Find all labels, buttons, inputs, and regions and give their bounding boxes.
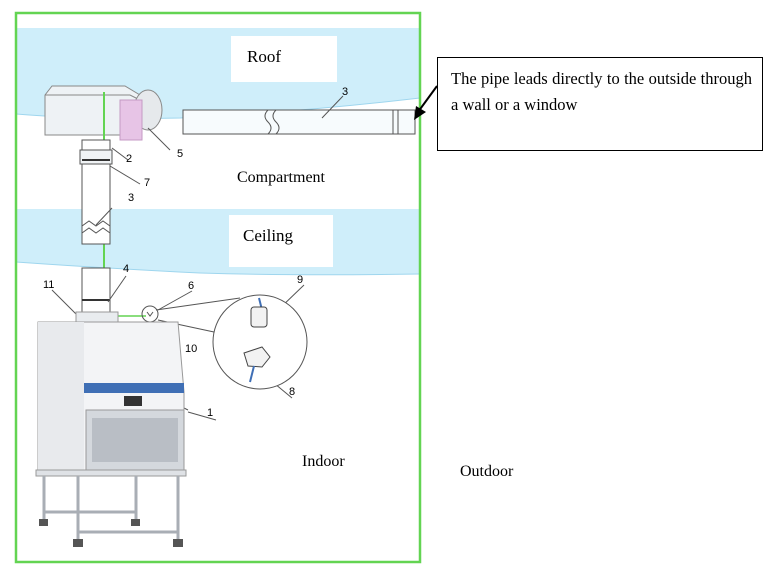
part-number-2: 2 xyxy=(126,153,133,165)
part-number-3-vertical: 3 xyxy=(128,192,135,204)
part-number-4: 4 xyxy=(123,263,130,275)
ceiling-band xyxy=(16,209,420,275)
part-number-5: 5 xyxy=(177,148,184,160)
part-number-9: 9 xyxy=(297,274,304,286)
outdoor-label: Outdoor xyxy=(460,463,514,480)
room-outline xyxy=(14,11,422,564)
callout-arrow xyxy=(414,85,438,120)
callout-box: The pipe leads directly to the outside t… xyxy=(437,57,763,151)
cabinet-drawing xyxy=(35,311,187,547)
roof-label: Roof xyxy=(231,36,337,82)
roof-pipe xyxy=(182,95,416,135)
ceiling-label: Ceiling xyxy=(229,215,333,267)
sensor-detail xyxy=(243,297,271,383)
part-number-8: 8 xyxy=(289,386,296,398)
part-number-11: 11 xyxy=(43,279,55,291)
vertical-pipe xyxy=(76,139,116,323)
part-number-3-roof: 3 xyxy=(342,86,349,98)
part-number-1: 1 xyxy=(207,407,214,419)
part-number-6: 6 xyxy=(188,280,195,292)
part-number-10: 10 xyxy=(185,343,198,355)
sensor-magnifier xyxy=(212,294,308,390)
fan-unit xyxy=(44,85,171,151)
alarm-point-circle xyxy=(141,305,159,323)
indoor-label: Indoor xyxy=(302,453,345,470)
compartment-label: Compartment xyxy=(237,169,325,186)
part-number-7: 7 xyxy=(144,177,151,189)
callout-text: The pipe leads directly to the outside t… xyxy=(451,69,752,114)
